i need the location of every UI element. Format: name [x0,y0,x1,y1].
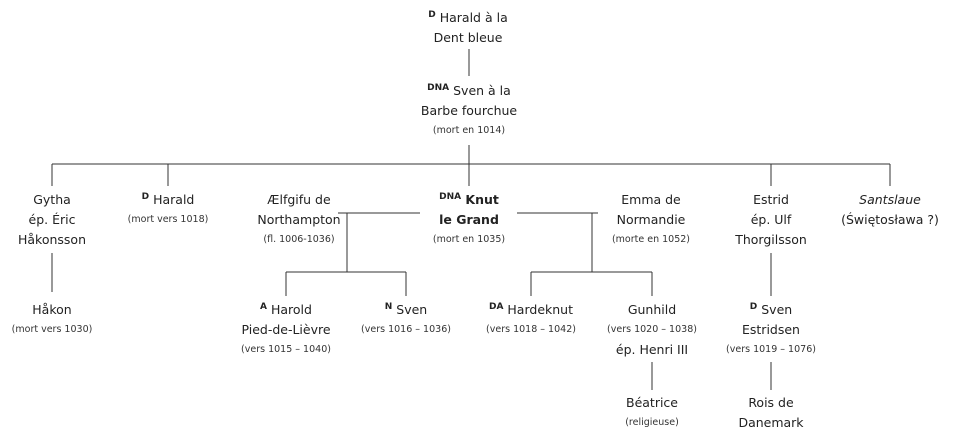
dates-aelfgifu: (fl. 1006-1036) [263,234,335,245]
prefix-knut: DNA [439,191,462,202]
name-harald-bluetooth-2: Dent bleue [433,30,503,45]
node-harald-ii: D Harald (mort vers 1018) [128,190,209,230]
node-santslaue: Santslaue (Świętosława ?) [841,190,939,230]
name-hakon: Håkon [32,302,72,317]
node-sven-k: N Sven (vers 1016 – 1036) [361,300,451,340]
node-rois: Rois de Danemark [738,393,803,433]
node-hardeknut: DA Hardeknut (vers 1018 – 1042) [486,300,576,340]
name-estrid-1: Estrid [753,192,789,207]
name-sven-estridsen-1: Sven [761,302,793,317]
node-gytha: Gytha ép. Éric Håkonsson [18,190,86,250]
name-gytha-2: ép. Éric [28,212,76,227]
dates-harold: (vers 1015 – 1040) [241,344,331,355]
prefix-sven-k: N [384,301,393,312]
prefix-sven-estridsen: D [749,301,758,312]
name-sven-forkbeard-1: Sven à la [453,83,511,98]
name-harald-ii: Harald [153,192,195,207]
name-emma-1: Emma de [621,192,681,207]
name-harald-bluetooth-1: Harald à la [439,10,508,25]
name-gytha-3: Håkonsson [17,232,87,247]
node-aelfgifu: Ælfgifu de Northampton (fl. 1006-1036) [257,190,340,250]
name-hardeknut: Hardeknut [507,302,573,317]
dates-sven-estridsen: (vers 1019 – 1076) [726,344,816,355]
name-aelfgifu-2: Northampton [257,212,341,227]
name-sven-estridsen-2: Estridsen [742,322,800,337]
name-estrid-3: Thorgilsson [735,232,807,247]
name-aelfgifu-1: Ælfgifu de [267,192,331,207]
prefix-hardeknut: DA [488,301,504,312]
prefix-harold: A [260,301,267,312]
name-rois-2: Danemark [738,415,804,430]
dates-hakon: (mort vers 1030) [11,324,93,335]
dates-harald-ii: (mort vers 1018) [127,214,209,225]
node-sven-forkbeard: DNA Sven à la Barbe fourchue (mort en 10… [421,81,517,141]
name-gytha-1: Gytha [33,192,71,207]
name-gunhild-2: ép. Henri III [615,342,689,357]
node-beatrice: Béatrice (religieuse) [625,393,679,433]
dates-knut: (mort en 1035) [432,234,506,245]
name-harold-1: Harold [270,302,312,317]
name-sven-k: Sven [396,302,428,317]
name-rois-1: Rois de [748,395,794,410]
name-knut-2: le Grand [439,212,499,227]
dates-hardeknut: (vers 1018 – 1042) [486,324,576,335]
prefix-harald-bluetooth: D [428,9,436,20]
prefix-sven-forkbeard: DNA [427,82,450,93]
dates-sven-forkbeard: (mort en 1014) [432,125,506,136]
node-knut: DNA Knut le Grand (mort en 1035) [433,190,505,250]
node-sven-estridsen: D Sven Estridsen (vers 1019 – 1076) [726,300,816,360]
node-emma: Emma de Normandie (morte en 1052) [612,190,690,250]
name-estrid-2: ép. Ulf [750,212,792,227]
name-santslaue-1: Santslaue [859,192,921,207]
node-hakon: Håkon (mort vers 1030) [12,300,93,340]
dates-gunhild: (vers 1020 – 1038) [607,324,697,335]
node-harald-bluetooth: D Harald à la Dent bleue [428,8,507,48]
node-harold: A Harold Pied-de-Lièvre (vers 1015 – 104… [241,300,331,360]
dates-beatrice: (religieuse) [625,417,679,428]
name-harold-2: Pied-de-Lièvre [241,322,331,337]
node-estrid: Estrid ép. Ulf Thorgilsson [735,190,807,250]
name-sven-forkbeard-2: Barbe fourchue [420,103,518,118]
dates-emma: (morte en 1052) [611,234,691,245]
name-santslaue-2: (Świętosława ?) [841,212,939,227]
node-gunhild: Gunhild (vers 1020 – 1038) ép. Henri III [607,300,697,360]
dates-sven-k: (vers 1016 – 1036) [361,324,451,335]
name-gunhild: Gunhild [627,302,677,317]
name-emma-2: Normandie [616,212,686,227]
prefix-harald-ii: D [141,191,150,202]
name-knut-1: Knut [465,192,499,207]
name-beatrice: Béatrice [625,395,679,410]
